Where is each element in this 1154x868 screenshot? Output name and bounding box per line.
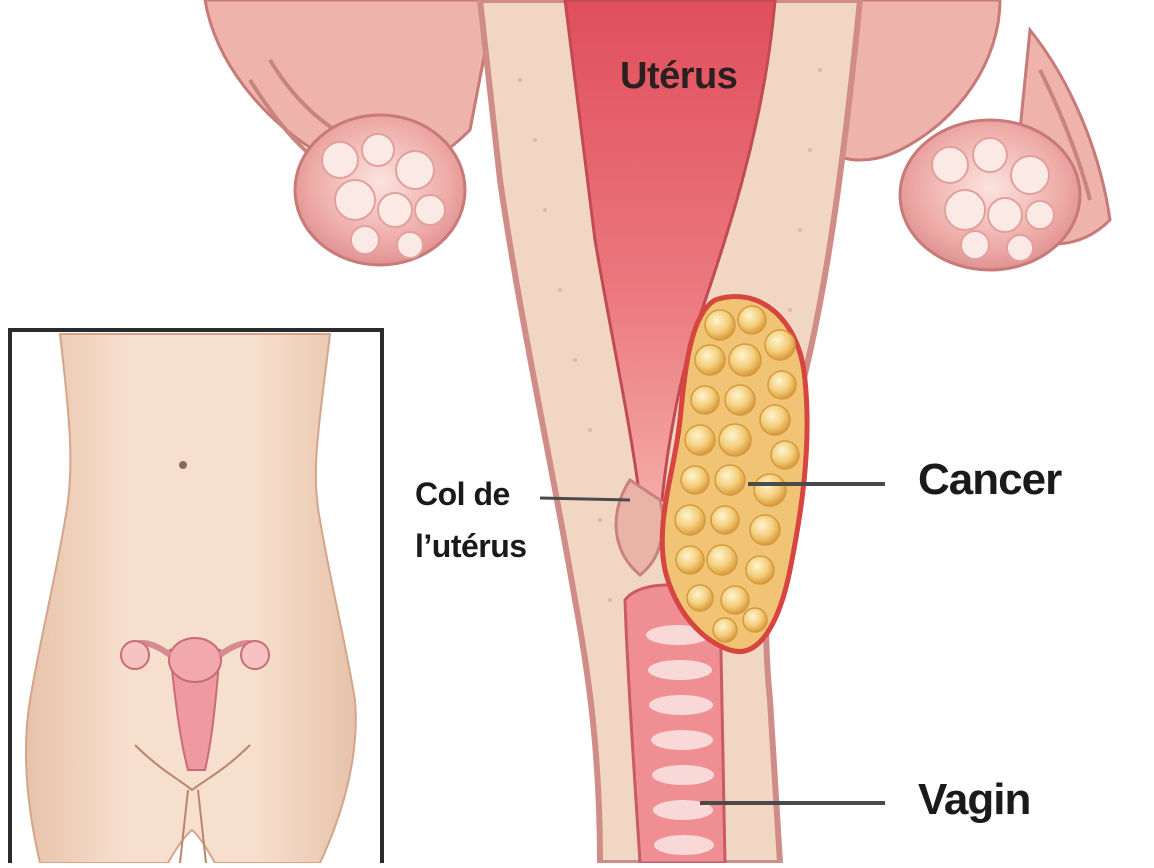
torso-inset [10,330,382,863]
cervix-leader-line [540,498,630,500]
torso [26,334,356,863]
vagina-label: Vagin [918,775,1030,825]
uterus-label: Utérus [620,55,737,98]
cervix-label: Col de l’utérus [415,468,527,572]
cancer-label: Cancer [918,455,1061,505]
left-ovary-group [205,0,495,265]
navel [179,461,187,469]
